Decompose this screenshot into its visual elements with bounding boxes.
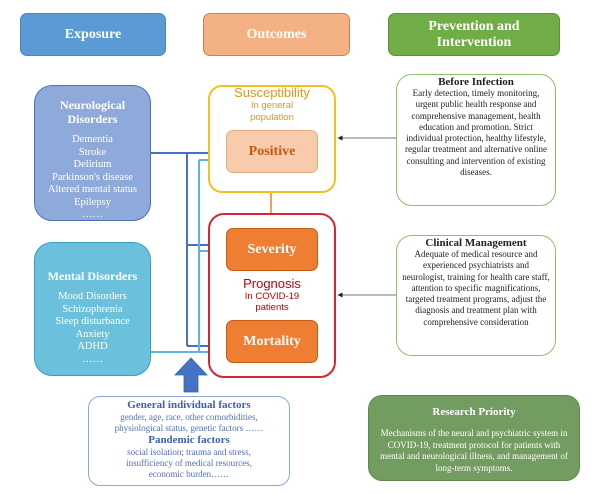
prevention-header-label: Prevention and Intervention	[428, 18, 520, 50]
prognosis-subtitle: In COVID-19 patients	[244, 291, 300, 313]
positive-box: Positive	[226, 130, 318, 173]
before-infection-box: Before Infection Early detection, timely…	[396, 74, 556, 206]
research-priority-text: Mechanisms of the neural and psychiatric…	[380, 428, 568, 473]
prognosis-title: Prognosis	[243, 276, 301, 291]
list-item: Epilepsy	[74, 196, 111, 208]
list-item: Dementia	[72, 134, 113, 145]
list-item: Stroke	[78, 146, 107, 158]
research-priority-title: Research Priority	[432, 406, 516, 418]
list-item: ……	[82, 209, 103, 220]
factors-box: General individual factors gender, age, …	[88, 396, 290, 486]
before-infection-title: Before Infection	[438, 76, 514, 88]
neurological-disorders-box: Neurological Disorders Dementia Stroke D…	[34, 85, 151, 221]
list-item: ……	[82, 353, 103, 365]
research-priority-box: Research Priority Mechanisms of the neur…	[368, 395, 580, 481]
mental-disorders-title: Mental Disorders	[47, 269, 138, 283]
list-item: Anxiety	[75, 328, 110, 340]
mental-disorders-list: Mood Disorders Schizophrenia Sleep distu…	[35, 291, 150, 366]
list-item: Sleep disturbance	[55, 316, 130, 327]
pandemic-factors-text: social isolation; trauma and stress, ins…	[126, 446, 252, 480]
neurological-disorders-title: Neurological Disorders	[59, 98, 126, 126]
list-item: ADHD	[77, 341, 108, 352]
list-item: Parkinson's disease	[52, 171, 133, 183]
susceptibility-title: Susceptibility	[234, 85, 310, 100]
susceptibility-subtitle: In general population	[250, 100, 294, 123]
clinical-management-box: Clinical Management Adequate of medical …	[396, 235, 556, 356]
neurological-disorders-list: Dementia Stroke Delirium Parkinson's dis…	[35, 134, 150, 222]
general-factors-title: General individual factors	[127, 399, 251, 411]
factors-up-arrow-icon	[174, 357, 208, 393]
clinical-management-text: Adequate of medical resource and experie…	[402, 249, 550, 327]
severity-box: Severity	[226, 228, 318, 271]
list-item: Altered mental status	[47, 184, 138, 195]
prevention-header: Prevention and Intervention	[388, 13, 560, 56]
exposure-header: Exposure	[20, 13, 166, 56]
clinical-management-title: Clinical Management	[425, 237, 527, 249]
list-item: Mood Disorders	[58, 291, 127, 302]
pandemic-factors-title: Pandemic factors	[148, 434, 230, 447]
prognosis-label: Prognosis In COVID-19 patients	[210, 276, 334, 313]
before-infection-text: Early detection, timely monitoring, urge…	[405, 88, 547, 178]
list-item: Delirium	[73, 159, 112, 170]
mental-disorders-box: Mental Disorders Mood Disorders Schizoph…	[34, 242, 151, 376]
list-item: Schizophrenia	[62, 303, 123, 315]
general-factors-text: gender, age, race, other comorbidities, …	[114, 411, 264, 433]
mortality-box: Mortality	[226, 320, 318, 363]
outcomes-header: Outcomes	[203, 13, 350, 56]
